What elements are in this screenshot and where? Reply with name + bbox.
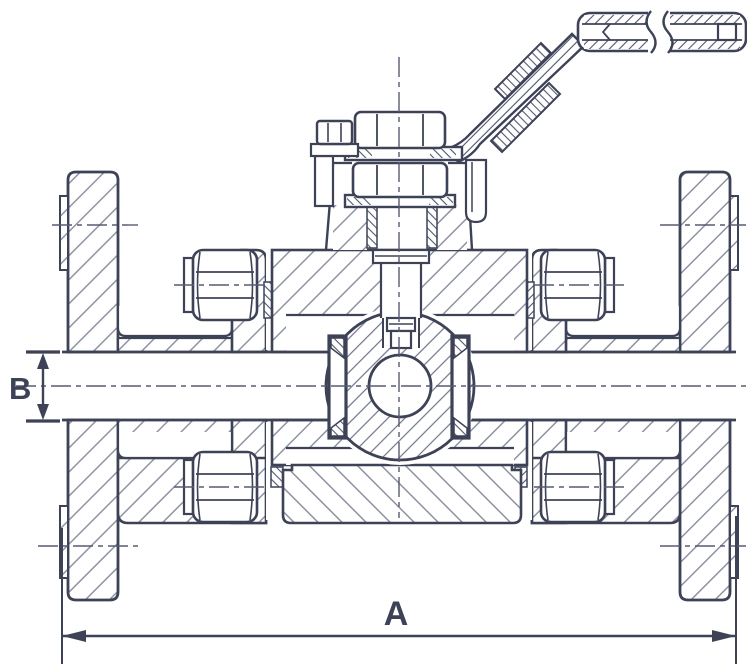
packing-left — [366, 206, 378, 249]
handle-bar-hatch — [348, 149, 372, 158]
break-line-right — [662, 10, 674, 54]
arrowhead-up — [37, 353, 49, 369]
handle-group — [343, 9, 747, 224]
stem-top-hardware — [309, 110, 447, 208]
dimension-b: B — [9, 350, 60, 423]
bottom-cover-plate — [281, 463, 523, 525]
dimension-a: A — [61, 516, 737, 664]
gland-plate-hatch — [347, 197, 371, 205]
grip-end-cap — [716, 22, 738, 42]
bore-lines — [62, 350, 736, 422]
handle-sleeve-upper — [493, 41, 553, 101]
handle-sleeve-lower — [489, 81, 562, 154]
packing-right — [426, 206, 438, 249]
centerlines — [16, 57, 746, 547]
stop-bracket — [313, 154, 335, 208]
stop-washer-plate — [309, 142, 360, 158]
handle-bar-hatch — [430, 149, 456, 158]
bonnet-hatch-left — [333, 205, 367, 250]
bonnet-hatch-right — [437, 205, 467, 250]
stop-bolt-head — [315, 119, 354, 146]
handle-shaft — [448, 32, 586, 164]
gland-nut — [351, 161, 449, 199]
arrowhead-down — [37, 404, 49, 420]
arrowhead-right — [712, 630, 736, 642]
stem-assembly — [324, 161, 474, 350]
dimension-b-label: B — [9, 371, 31, 406]
grip-chevron — [601, 23, 611, 41]
stem-tang — [389, 329, 413, 350]
dimension-a-label: A — [384, 595, 409, 633]
seat-right — [450, 334, 471, 440]
handle-latch — [464, 158, 488, 224]
stem-nut — [353, 110, 447, 150]
stem-channel — [381, 263, 421, 318]
seat-left — [327, 334, 348, 440]
break-line-left — [645, 10, 657, 54]
arrowhead-left — [62, 630, 86, 642]
gland-plate-hatch — [429, 197, 453, 205]
